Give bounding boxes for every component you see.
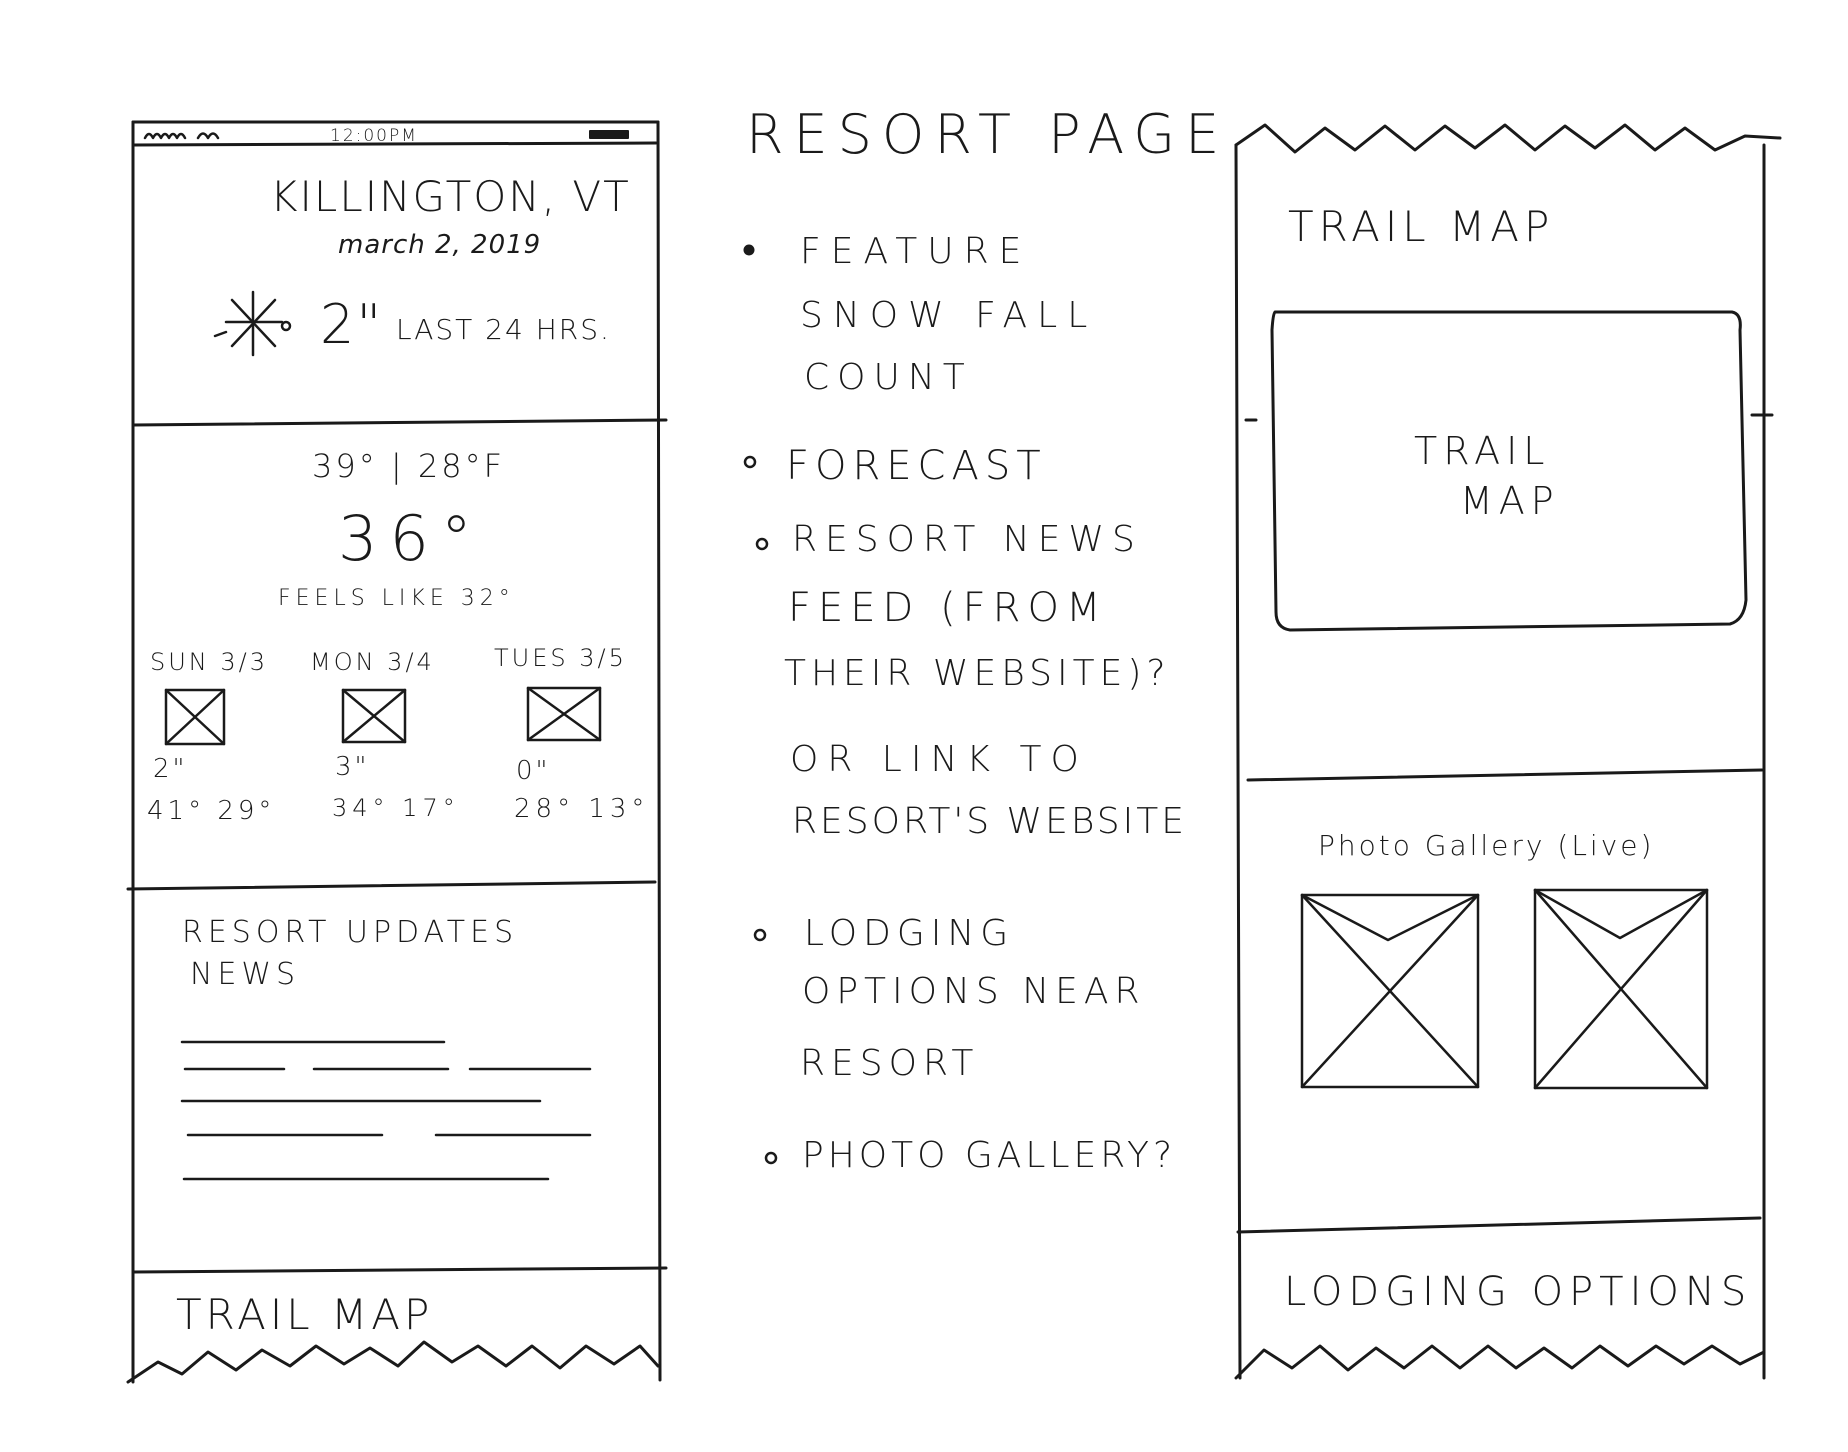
note-bullet-3: [755, 537, 769, 551]
trail-map-box-label-line-1: TRAIL: [1414, 429, 1551, 473]
forecast-icon-mon: [341, 688, 407, 744]
forecast-temps-mon: 34° 17°: [332, 794, 460, 822]
note-bullet-5: [753, 928, 767, 942]
note-3-line-2: FEED (FROM: [788, 585, 1108, 631]
signal-icon: [143, 132, 220, 140]
forecast-temps-tues: 28° 13°: [514, 794, 650, 824]
note-5-line-2: OPTIONS NEAR: [802, 971, 1146, 1012]
trail-map-box-label-line-2: MAP: [1460, 479, 1560, 523]
note-bullet-6: [764, 1151, 778, 1165]
forecast-snow-tues: 0": [516, 756, 551, 786]
photo-gallery-heading: Photo Gallery (Live): [1318, 829, 1655, 862]
note-5-line-1: LODGING: [804, 913, 1015, 954]
note-2-line-1: FORECAST: [786, 443, 1047, 489]
note-bullet-2: [743, 455, 757, 469]
news-subtitle: NEWS: [190, 957, 301, 992]
news-title: RESORT UPDATES: [182, 915, 519, 950]
forecast-icon-tues: [526, 686, 602, 742]
forecast-day-sun: SUN 3/3: [150, 648, 269, 676]
current-temp: 36°: [338, 502, 484, 575]
note-5-line-3: RESORT: [800, 1043, 980, 1084]
forecast-snow-sun: 2": [153, 754, 188, 784]
note-4-line-2: RESORT'S WEBSITE: [792, 801, 1188, 842]
high-low-temp: 39° | 28°F: [312, 447, 505, 485]
status-time: 12:00PM: [330, 126, 418, 146]
forecast-day-mon: MON 3/4: [310, 648, 435, 676]
right-phone-frame: [1234, 123, 1782, 1380]
note-3-line-3: THEIR WEBSITE)?: [784, 653, 1171, 694]
gallery-image-2: [1533, 888, 1709, 1090]
right-trail-map-heading: TRAIL MAP: [1288, 202, 1555, 251]
note-1-line-1: FEATURE: [800, 231, 1032, 272]
forecast-snow-mon: 3": [335, 752, 370, 782]
note-3-line-1: RESORT NEWS: [792, 519, 1143, 560]
forecast-day-tues: TUES 3/5: [494, 644, 627, 672]
gallery-image-1: [1300, 893, 1480, 1089]
note-1-line-2: SNOW FALL: [800, 295, 1098, 336]
battery-icon: [589, 130, 629, 139]
left-trail-map-heading: TRAIL MAP: [176, 1290, 434, 1339]
resort-name: KILLINGTON, VT: [270, 172, 631, 221]
note-bullet-1: [743, 244, 755, 256]
snowfall-amount: 2": [320, 293, 384, 356]
lodging-options-heading: LODGING OPTIONS: [1284, 1269, 1753, 1315]
news-placeholder-lines: [180, 1040, 592, 1181]
resort-date: march 2, 2019: [338, 230, 542, 260]
snowflake-icon: [213, 290, 292, 357]
note-4-line-1: OR LINK TO: [790, 739, 1088, 780]
feels-like: FEELS LIKE 32°: [278, 586, 515, 611]
forecast-temps-sun: 41° 29°: [147, 796, 276, 826]
snowfall-label: LAST 24 HRS.: [396, 313, 611, 346]
note-1-line-3: COUNT: [804, 357, 973, 398]
trail-map-box: [1270, 310, 1748, 632]
note-6-line-1: PHOTO GALLERY?: [802, 1135, 1177, 1176]
forecast-icon-sun: [164, 688, 226, 746]
left-phone-frame: [126, 120, 668, 1384]
notes-title: RESORT PAGE: [746, 103, 1230, 166]
